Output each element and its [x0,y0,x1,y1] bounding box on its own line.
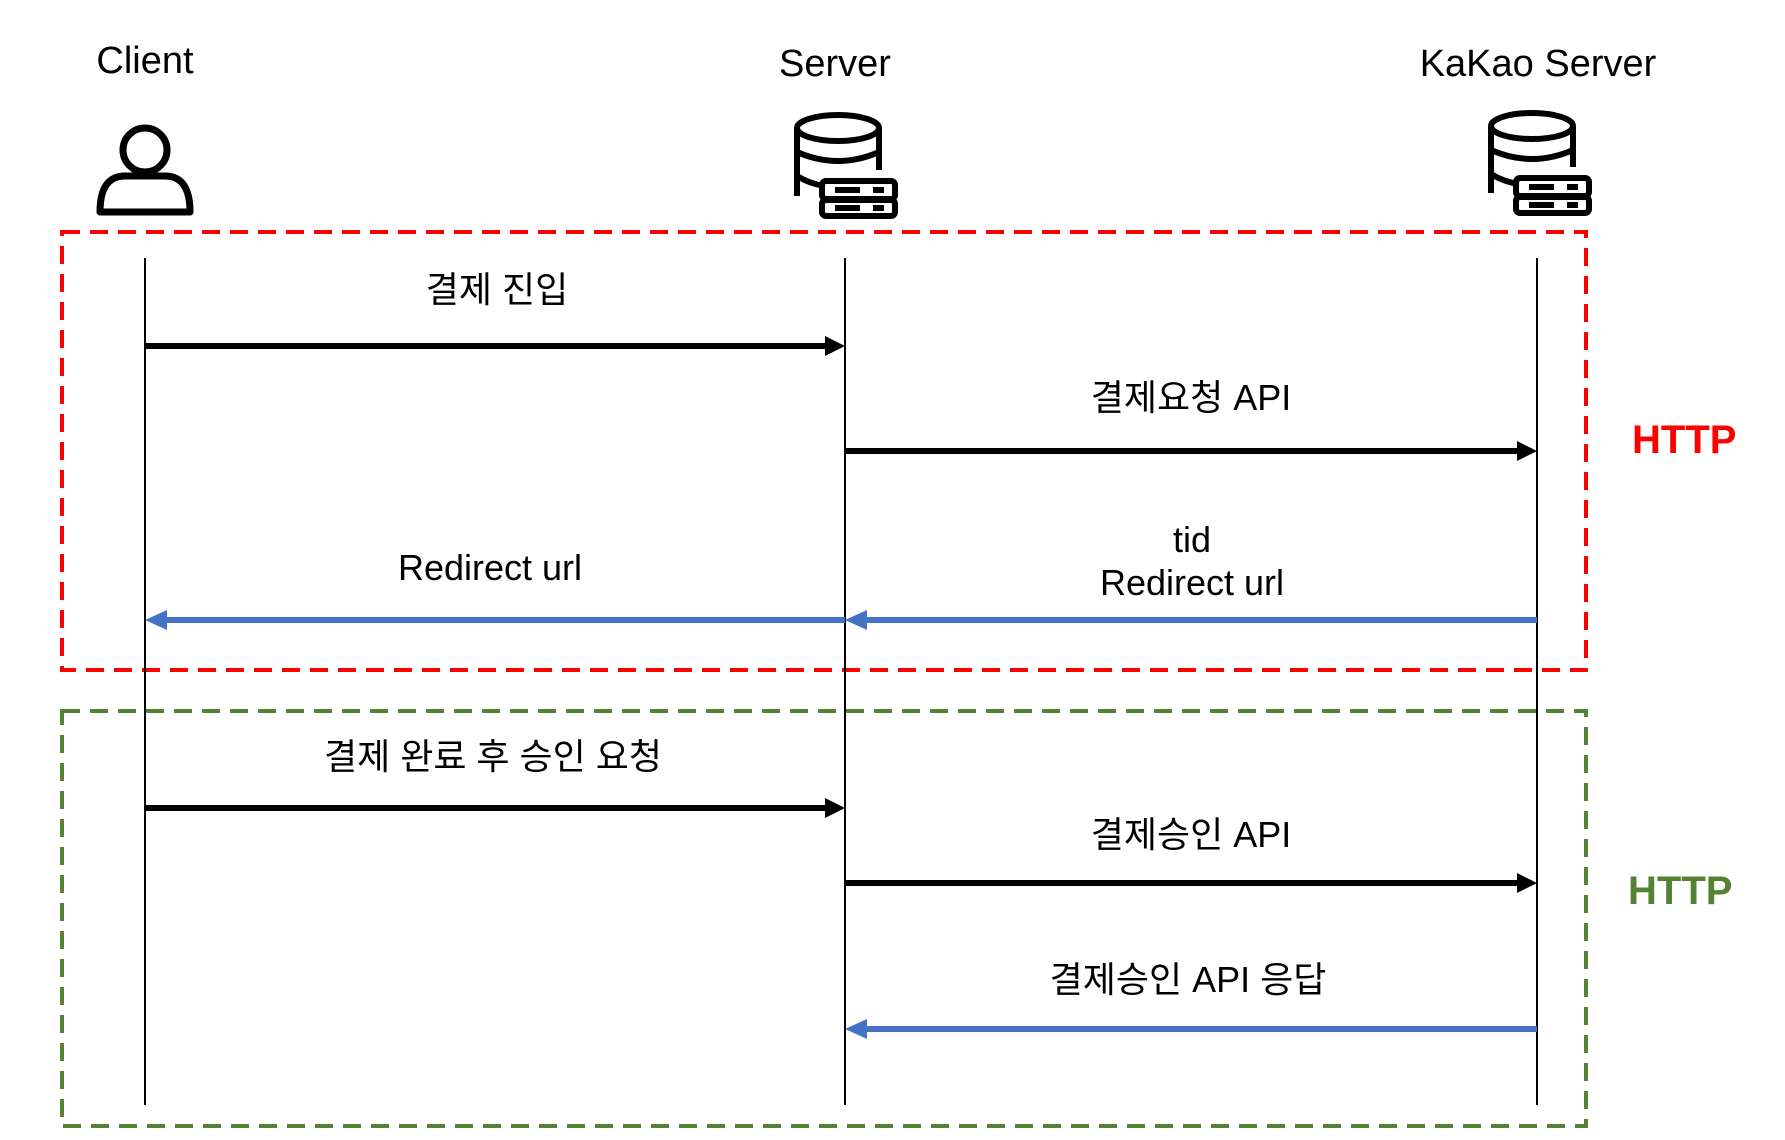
database-server-icon [1488,110,1592,216]
message-label-line-2: Redirect url [1100,562,1284,603]
arrow-head [825,798,845,818]
group-label-http-1: HTTP [1632,418,1736,462]
message-4: tid Redirect url [845,519,1537,630]
message-label: 결제승인 API 응답 [1050,959,1327,1000]
message-label-line-1: tid [1173,519,1211,560]
arrow-head [845,610,867,630]
message-5: 결제 완료 후 승인 요청 [145,736,845,818]
user-icon [96,124,194,216]
arrow-head [1517,441,1537,461]
arrow-head [845,1019,867,1039]
group-box-http-2 [60,709,1588,1128]
message-3: Redirect url [145,547,845,630]
arrow-head [825,336,845,356]
group-box-http-1 [60,230,1588,672]
participant-kakao-server-label: KaKao Server [1420,43,1657,85]
message-7: 결제승인 API 응답 [845,959,1537,1039]
participant-client-label: Client [96,40,194,82]
message-label: 결제 진입 [426,269,568,310]
arrow-head [145,610,167,630]
arrow-head [1517,873,1537,893]
message-label: Redirect url [398,547,582,588]
message-6: 결제승인 API [845,814,1537,893]
group-label-http-2: HTTP [1628,869,1732,913]
message-1: 결제 진입 [145,269,845,356]
participant-server-label: Server [779,43,891,85]
message-label: 결제 완료 후 승인 요청 [324,736,662,777]
message-label: 결제요청 API [1091,377,1292,418]
message-label: 결제승인 API [1091,814,1292,855]
message-2: 결제요청 API [845,377,1537,461]
database-server-icon [794,112,898,219]
